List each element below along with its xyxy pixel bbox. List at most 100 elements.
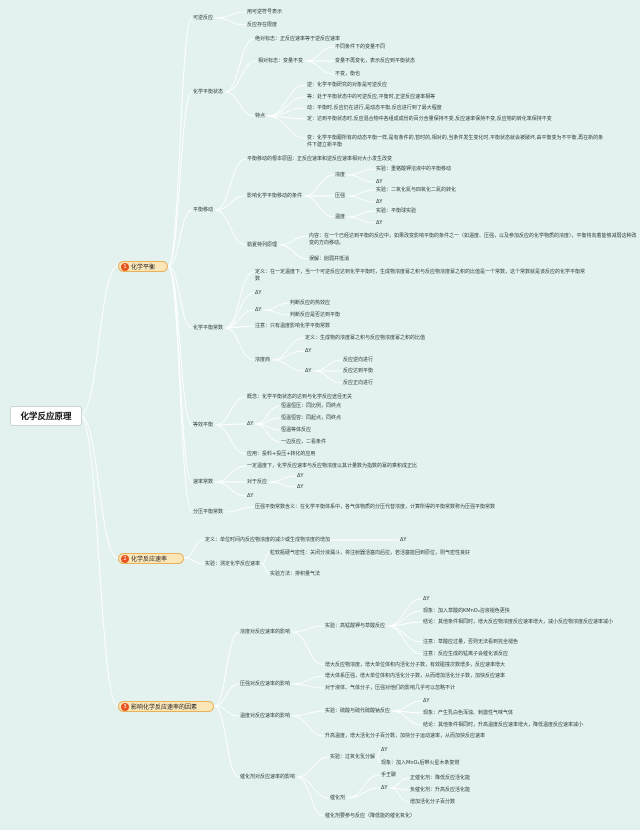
node-ns-c3[interactable]: 反应正向进行: [343, 380, 374, 386]
node-v-a1[interactable]: ΔY: [400, 537, 407, 543]
node-yl-a[interactable]: 实验：二氧化氮与四氧化二氮的转化: [376, 187, 457, 193]
node-cs-c[interactable]: ΔY: [255, 307, 262, 313]
node-lx-a[interactable]: 内容：在一个已经达到平衡的反应中，如果改变影响平衡的条件之一（如温度、压强，以及…: [309, 233, 637, 246]
node-td-b[interactable]: 等：处于平衡状态中的可逆反应,平衡时,正逆反应速率相等: [307, 94, 436, 100]
node-f-wd-a3[interactable]: 结论：其他条件相同时，升高温度反应速率增大，降低温度反应速率减小: [423, 722, 584, 728]
node-kn-b[interactable]: 反应存在限度: [247, 22, 278, 28]
node-f-ch-a1[interactable]: ΔY: [381, 747, 388, 753]
node-tj[interactable]: 影响化学平衡移动的条件: [247, 193, 303, 199]
node-f-nd-a3[interactable]: 结论：其他条件相同时，增大反应物浓度反应速率增大，减小反应物浓度反应速率减小: [423, 619, 614, 625]
node-ns[interactable]: 浓度商: [255, 357, 271, 363]
node-nd-b[interactable]: ΔY: [376, 179, 383, 185]
node-yl-b[interactable]: ΔY: [376, 199, 383, 205]
node-f-ch-b1[interactable]: ΔY: [381, 785, 388, 791]
node-cs-c1[interactable]: 判断反应的热效应: [290, 300, 331, 306]
node-yl[interactable]: 压强: [335, 193, 346, 199]
node-f-ch-b2[interactable]: 正催化剂：降低反应活化能: [410, 775, 471, 781]
node-v-b[interactable]: 实验：测定化学反应速率: [205, 561, 261, 567]
node-fy-a[interactable]: 压强平衡常数含义：在化学平衡体系中，各气体物质的分压代替浓度，计算所得的平衡常数…: [255, 504, 496, 510]
node-xd[interactable]: 相对标志：变量不变: [258, 58, 304, 64]
node-ns-c[interactable]: ΔY: [305, 368, 312, 374]
node-xd-c[interactable]: 不变，衡也: [335, 71, 361, 77]
node-ns-c2[interactable]: 反应达到平衡: [343, 368, 374, 374]
node-td-e[interactable]: 变：化学平衡跟所有的动态平衡一样,是有条件的,暂时的,相对的,当条件发生变化时,…: [307, 135, 604, 148]
node-wd-a[interactable]: 实验：平衡球实验: [376, 208, 417, 214]
node-f-nd-a5[interactable]: 注意：反应生成的锰离子会催化该反应: [423, 651, 509, 657]
connector-f-nd-a1: [386, 598, 423, 627]
node-f-nd-b[interactable]: 增大反应物浓度，增大单位体积内活化分子数，有效碰撞次数增多，反应速率增大: [325, 662, 506, 668]
node-cs-d[interactable]: 注意：只有温度影响化学平衡常数: [255, 323, 331, 329]
node-f-yl-a[interactable]: 增大体系压强，增大单位体积内活化分子数，从而增加活化分子数，加快反应速率: [325, 673, 506, 679]
node-f-ch-b[interactable]: 催化剂: [330, 795, 346, 801]
node-cs[interactable]: 化学平衡常数: [193, 325, 224, 331]
node-f-nd-a4[interactable]: 注意：草酸应过量，否则无法看到完全褪色: [423, 639, 519, 645]
connector-f-wd-a1: [392, 700, 423, 712]
node-f-wd-a2[interactable]: 现象：产生乳白色浑浊、刺激性气味气体: [423, 710, 514, 716]
node-sd-b2[interactable]: ΔY: [297, 484, 304, 490]
node-zt[interactable]: 化学平衡状态: [193, 89, 224, 95]
node-td-c[interactable]: 动：平衡时,反应仍在进行,是动态平衡,反应进行到了最大程度: [307, 105, 442, 111]
node-dx-c[interactable]: 应用：投料+投压+转化的应用: [247, 451, 316, 457]
root-node[interactable]: 化学反应原理: [10, 406, 82, 426]
node-f-wd-b[interactable]: 升高温度，增大活化分子百分数，加快分子运动速率，从而加快反应速率: [325, 733, 486, 739]
node-sd-b[interactable]: 对于反应: [247, 479, 268, 485]
node-nd-a[interactable]: 实验：重铬酸钾溶液中的平衡移动: [376, 166, 452, 172]
node-f-ch[interactable]: 催化剂对反应速率的影响: [240, 774, 296, 780]
node-v-b1[interactable]: 粒软瓶硬气密性：关闭分液漏斗，将注射器活塞向后拉，若活塞能回到原位，则气密性良好: [270, 550, 471, 556]
node-cs-b[interactable]: ΔY: [255, 290, 262, 296]
node-f-nd-a1[interactable]: ΔY: [423, 596, 430, 602]
node-f-nd[interactable]: 浓度对反应速率的影响: [240, 629, 291, 635]
node-yd-a[interactable]: 平衡移动的根本原因：正反应速率和逆反应速率相对大小发生改变: [247, 156, 393, 162]
node-nd[interactable]: 浓度: [335, 172, 346, 178]
node-td-a[interactable]: 逆：化学平衡研究的对象是可逆反应: [307, 82, 388, 88]
node-cs-a[interactable]: 定义：在一定温度下，当一个可逆反应达到化学平衡时，生成物浓度幂之积与反应物浓度幂…: [255, 269, 586, 282]
node-dx-b[interactable]: ΔY: [247, 421, 254, 427]
node-f-ch-a[interactable]: 实验：过氧化氢分解: [330, 754, 376, 760]
node-kn-a[interactable]: 用可逆符号表示: [247, 9, 283, 15]
node-f-wd-a[interactable]: 实验：硫酸与硫代硫酸钠反应: [325, 708, 391, 714]
node-ns-c1[interactable]: 反应逆向进行: [343, 357, 374, 363]
node-dx-b4[interactable]: 一边反应，二看条件: [281, 439, 327, 445]
node-wd-b[interactable]: ΔY: [376, 220, 383, 226]
node-f-wd-a1[interactable]: ΔY: [423, 698, 430, 704]
node-lx[interactable]: 勒夏特列原理: [247, 242, 278, 248]
node-v-b2[interactable]: 实验方法：排积量气法: [270, 571, 321, 577]
node-td[interactable]: 特点: [255, 113, 266, 119]
node-wd[interactable]: 温度: [335, 214, 346, 220]
node-ns-b[interactable]: ΔY: [305, 348, 312, 354]
node-sd[interactable]: 速率常数: [193, 479, 214, 485]
node-dx-b1[interactable]: 恒温恒压：同比例，同终点: [281, 403, 342, 409]
node-xd-a[interactable]: 不同条件下的变量不同: [335, 44, 386, 50]
node-f-ch-c[interactable]: 催化剂要参与反应（降低能的催化氧化）: [325, 813, 416, 819]
connector-wd: [303, 195, 335, 218]
node-dx-a[interactable]: 概念：化学平衡状态的达到与化学反应途径无关: [247, 394, 353, 400]
node-f-ch-b4[interactable]: 增加活化分子百分数: [410, 799, 456, 805]
node-fy[interactable]: 分压平衡常数: [193, 509, 224, 515]
node-v-a[interactable]: 定义：单位时间内反应物浓度的减少或生成物浓度的增加: [205, 537, 331, 543]
node-f-ch-a2[interactable]: 现象：加入MnO₂后带火星木条复燃: [381, 760, 460, 766]
node-td-d[interactable]: 定：达到平衡状态时,反应混合物中各组成成份的百分含量保持不变,反应速率保持不变,…: [307, 116, 552, 122]
node-jd[interactable]: 绝对标志：正反应速率等于逆反应速率: [255, 36, 341, 42]
node-lx-b[interactable]: 误解：削弱并抵消: [309, 256, 350, 262]
node-f-nd-a[interactable]: 实验：高锰酸钾与草酸反应: [325, 623, 386, 629]
node-dx-b2[interactable]: 恒温恒容：同起点，同终点: [281, 415, 342, 421]
node-f-nd-a2[interactable]: 现象：加入草酸的KMnO₄溶液褪色更快: [423, 608, 510, 614]
node-f-yl-b[interactable]: 对于液体、气体分子，压强对他们的影响几乎可以忽略不计: [325, 685, 456, 691]
node-f-ch-b3[interactable]: 负催化剂：升高反应活化能: [410, 787, 471, 793]
node-xd-b[interactable]: 变量不再变化，表示反应到平衡状态: [335, 58, 416, 64]
node-f-yl[interactable]: 压强对反应速率的影响: [240, 681, 291, 687]
node-sd-b1[interactable]: ΔY: [297, 473, 304, 479]
node-cs-c2[interactable]: 判断反应是否达到平衡: [290, 312, 341, 318]
node-f-wd[interactable]: 温度对反应速率的影响: [240, 713, 291, 719]
node-yd[interactable]: 平衡移动: [193, 207, 214, 213]
node-ns-a[interactable]: 定义：生成物的浓度幂之积与反应物浓度幂之积的比值: [305, 335, 426, 341]
node-sd-a[interactable]: 一定温度下，化学反应速率与反应物浓度以其计量数为指数的幂的乘积成正比: [247, 463, 418, 469]
node-sd-c[interactable]: ΔY: [247, 493, 254, 499]
node-kn[interactable]: 可逆反应: [193, 15, 214, 21]
node-dx[interactable]: 等效平衡: [193, 422, 214, 428]
node-dx-b3[interactable]: 恒温等体反应: [281, 427, 312, 433]
node-f-ch-b0[interactable]: 手王聊: [381, 772, 397, 778]
